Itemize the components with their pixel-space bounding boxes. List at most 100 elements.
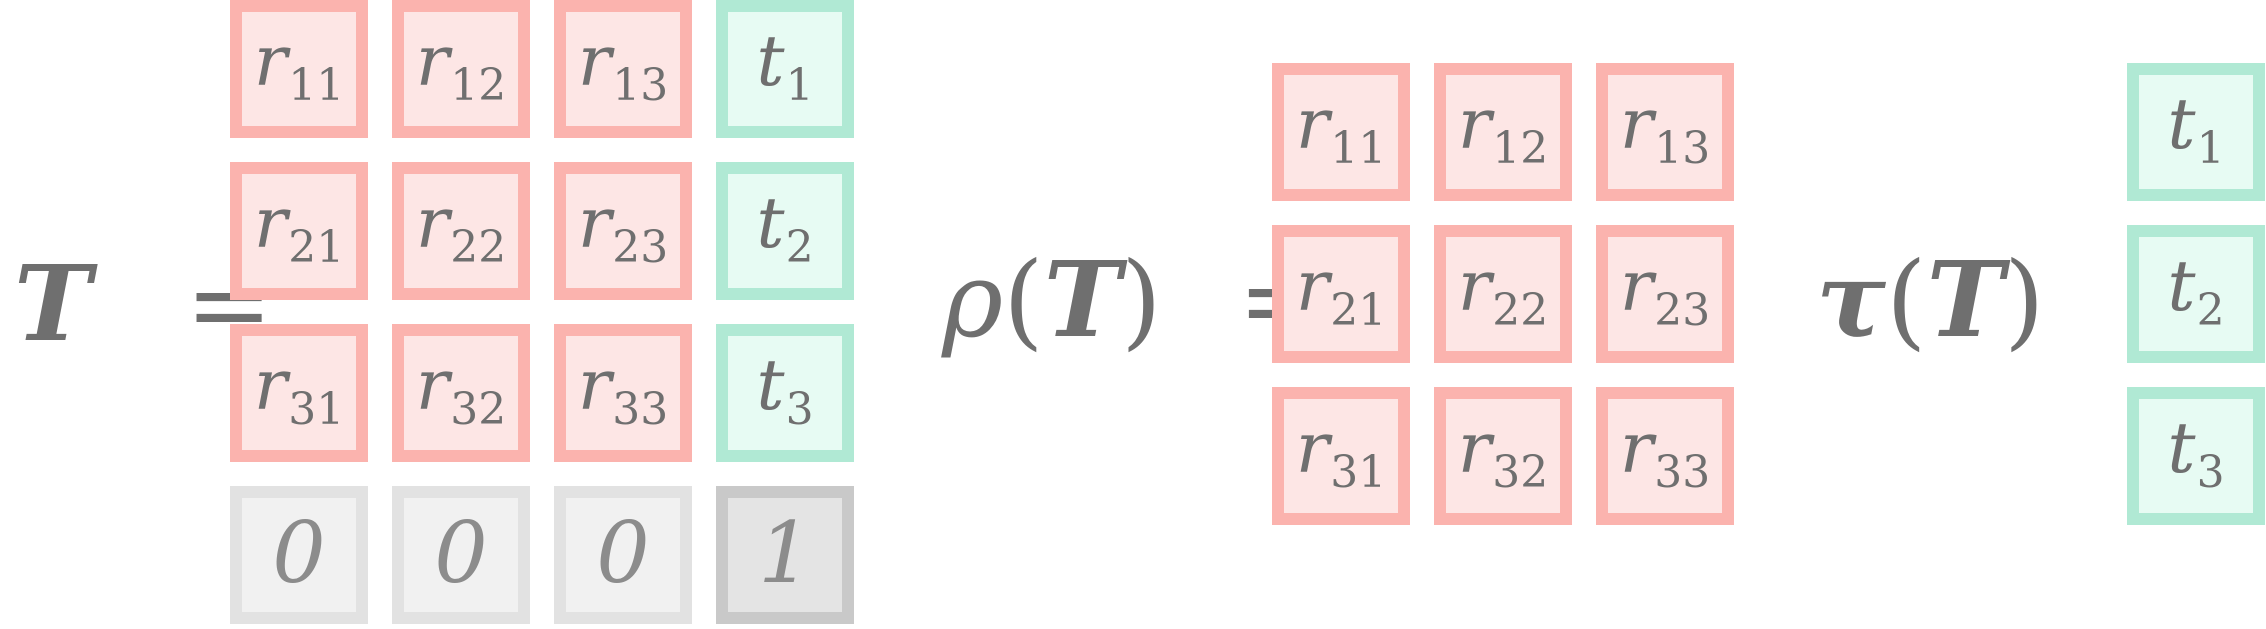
T-cell-1-3-symbol: r bbox=[577, 19, 612, 102]
rho-cell-1-3-value: r13 bbox=[1620, 89, 1710, 171]
tau-cell-3-symbol: t bbox=[2167, 406, 2196, 489]
rho-cell-1-2-value: r12 bbox=[1458, 89, 1548, 171]
T-cell-1-3: r13 bbox=[554, 0, 692, 138]
rho-equation: ρ(T) = bbox=[942, 248, 1325, 353]
rho-cell-3-2-symbol: r bbox=[1457, 406, 1492, 489]
T-cell-2-4-symbol: t bbox=[756, 181, 785, 264]
T-cell-3-2-value: r32 bbox=[416, 350, 506, 432]
T-cell-2-1-symbol: r bbox=[253, 181, 288, 264]
T-cell-1-2: r12 bbox=[392, 0, 530, 138]
rho-cell-2-2: r22 bbox=[1434, 225, 1572, 363]
tau-cell-2-symbol: t bbox=[2167, 244, 2196, 327]
T-cell-3-1-symbol: r bbox=[253, 343, 288, 426]
rho-cell-2-2-value: r22 bbox=[1458, 251, 1548, 333]
rho-cell-1-1-value: r11 bbox=[1296, 89, 1386, 171]
rho-cell-1-2-subscript: 12 bbox=[1492, 123, 1549, 175]
rho-cell-3-3-value: r33 bbox=[1620, 413, 1710, 495]
tau-cell-1-value: t1 bbox=[2167, 89, 2224, 171]
rho-cell-3-2: r32 bbox=[1434, 387, 1572, 525]
T-cell-3-1-subscript: 31 bbox=[288, 384, 345, 436]
rho-cell-3-1-subscript: 31 bbox=[1330, 447, 1387, 499]
T-cell-2-2-symbol: r bbox=[415, 181, 450, 264]
rho-cell-1-1-symbol: r bbox=[1295, 82, 1330, 165]
rho-cell-3-3-subscript: 33 bbox=[1654, 447, 1711, 499]
rho-cell-2-1-subscript: 21 bbox=[1330, 285, 1387, 337]
rho-cell-2-3: r23 bbox=[1596, 225, 1734, 363]
T-cell-4-3: 0 bbox=[554, 486, 692, 624]
T-cell-1-1: r11 bbox=[230, 0, 368, 138]
T-cell-3-3-value: r33 bbox=[578, 350, 668, 432]
rho-cell-1-3: r13 bbox=[1596, 63, 1734, 201]
rho-cell-1-3-subscript: 13 bbox=[1654, 123, 1711, 175]
T-cell-1-1-symbol: r bbox=[253, 19, 288, 102]
tau-cell-2-value: t2 bbox=[2167, 251, 2224, 333]
T-cell-4-2-symbol: 0 bbox=[434, 504, 488, 602]
T-cell-3-1-value: r31 bbox=[254, 350, 344, 432]
T-cell-2-4-value: t2 bbox=[756, 188, 813, 270]
rho-cell-2-3-symbol: r bbox=[1619, 244, 1654, 327]
T-cell-3-2-subscript: 32 bbox=[450, 384, 507, 436]
T-cell-1-2-symbol: r bbox=[415, 19, 450, 102]
tau-cell-3-value: t3 bbox=[2167, 413, 2224, 495]
rho-cell-2-3-value: r23 bbox=[1620, 251, 1710, 333]
tau-cell-1-subscript: 1 bbox=[2196, 123, 2225, 175]
T-cell-4-1-symbol: 0 bbox=[272, 504, 326, 602]
T-cell-3-4-value: t3 bbox=[756, 350, 813, 432]
T-cell-3-3: r33 bbox=[554, 324, 692, 462]
T-cell-4-1-value: 0 bbox=[272, 511, 325, 595]
T-cell-1-3-subscript: 13 bbox=[612, 60, 669, 112]
T-cell-1-1-value: r11 bbox=[254, 26, 344, 108]
tau-cell-1-symbol: t bbox=[2167, 82, 2196, 165]
tau-cell-2-subscript: 2 bbox=[2196, 285, 2225, 337]
rho-cell-2-1-symbol: r bbox=[1295, 244, 1330, 327]
T-cell-2-1-subscript: 21 bbox=[288, 222, 345, 274]
rho-cell-1-3-symbol: r bbox=[1619, 82, 1654, 165]
tau-cell-2: t2 bbox=[2127, 225, 2265, 363]
T-cell-4-4-value: 1 bbox=[758, 511, 811, 595]
T-cell-3-4-subscript: 3 bbox=[785, 384, 814, 436]
tau-T-symbol: T bbox=[1926, 238, 2004, 361]
T-cell-3-4: t3 bbox=[716, 324, 854, 462]
T-cell-4-3-value: 0 bbox=[596, 511, 649, 595]
T-cell-1-4: t1 bbox=[716, 0, 854, 138]
tau-cell-3-subscript: 3 bbox=[2196, 447, 2225, 499]
rho-cell-2-1-value: r21 bbox=[1296, 251, 1386, 333]
rho-cell-3-1-value: r31 bbox=[1296, 413, 1386, 495]
T-cell-3-3-symbol: r bbox=[577, 343, 612, 426]
T-cell-2-2-subscript: 22 bbox=[450, 222, 507, 274]
T-cell-2-3: r23 bbox=[554, 162, 692, 300]
tau-cell-1: t1 bbox=[2127, 63, 2265, 201]
T-cell-3-1: r31 bbox=[230, 324, 368, 462]
rho-cell-3-1-symbol: r bbox=[1295, 406, 1330, 489]
T-cell-3-2-symbol: r bbox=[415, 343, 450, 426]
rho-cell-2-1: r21 bbox=[1272, 225, 1410, 363]
rho-cell-3-1: r31 bbox=[1272, 387, 1410, 525]
T-cell-1-2-value: r12 bbox=[416, 26, 506, 108]
rho-open-paren: ( bbox=[1003, 239, 1044, 361]
tau-close-paren: ) bbox=[2003, 239, 2045, 361]
T-cell-4-1: 0 bbox=[230, 486, 368, 624]
T-cell-4-2-value: 0 bbox=[434, 511, 487, 595]
T-cell-4-3-symbol: 0 bbox=[596, 504, 650, 602]
rho-cell-1-2-symbol: r bbox=[1457, 82, 1492, 165]
T-cell-3-4-symbol: t bbox=[756, 343, 785, 426]
T-cell-4-4-symbol: 1 bbox=[758, 504, 812, 602]
rho-symbol: ρ bbox=[942, 239, 1004, 361]
T-cell-1-3-value: r13 bbox=[578, 26, 668, 108]
T-cell-3-3-subscript: 33 bbox=[612, 384, 669, 436]
T-cell-4-2: 0 bbox=[392, 486, 530, 624]
rho-cell-3-2-subscript: 32 bbox=[1492, 447, 1549, 499]
tau-cell-3: t3 bbox=[2127, 387, 2265, 525]
T-cell-1-4-symbol: t bbox=[756, 19, 785, 102]
rho-cell-2-2-subscript: 22 bbox=[1492, 285, 1549, 337]
rho-cell-3-2-value: r32 bbox=[1458, 413, 1548, 495]
T-cell-2-2-value: r22 bbox=[416, 188, 506, 270]
T-cell-2-1-value: r21 bbox=[254, 188, 344, 270]
rho-cell-1-1: r11 bbox=[1272, 63, 1410, 201]
T-cell-1-4-subscript: 1 bbox=[785, 60, 814, 112]
lhs-T-symbol: T bbox=[14, 242, 92, 365]
rho-cell-1-1-subscript: 11 bbox=[1330, 123, 1387, 175]
T-cell-2-4-subscript: 2 bbox=[785, 222, 814, 274]
T-cell-2-3-value: r23 bbox=[578, 188, 668, 270]
